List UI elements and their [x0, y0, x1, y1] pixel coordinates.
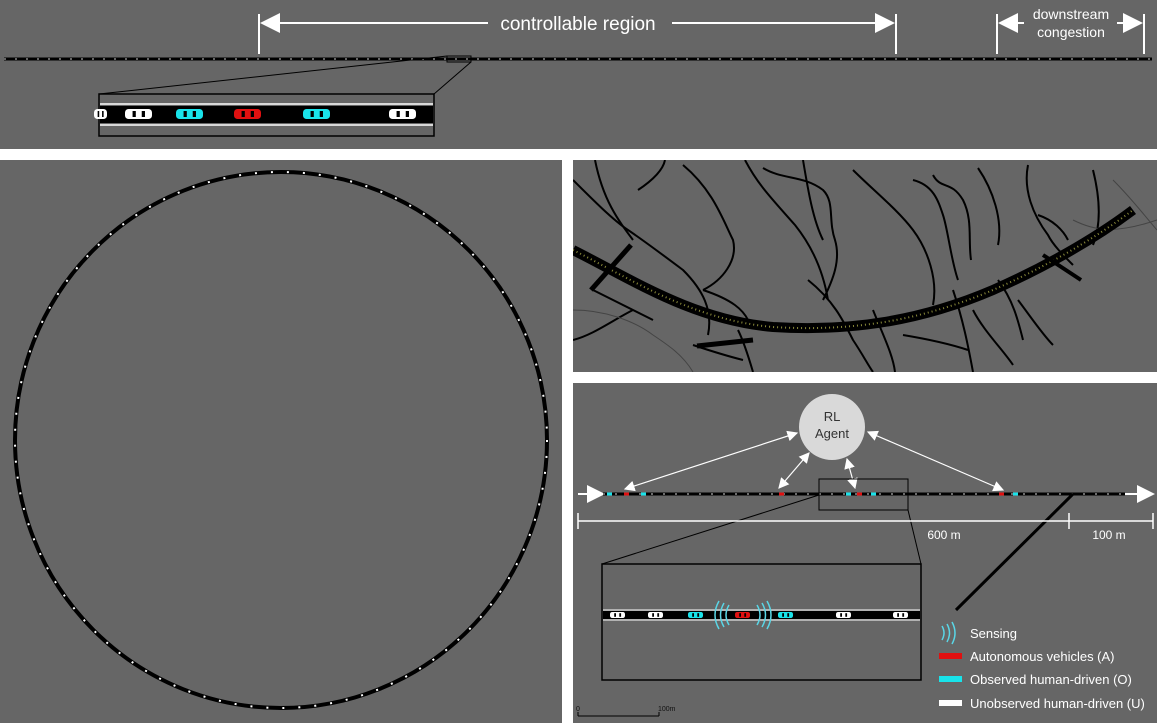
- inset-vehicle-white: [389, 109, 416, 119]
- road-network-map: [573, 160, 1157, 372]
- rl-inset-vehicle-cyan: [688, 612, 703, 618]
- agent-link-2: [778, 452, 810, 489]
- inset-vehicle-white: [125, 109, 152, 119]
- autonomous-swatch: [939, 653, 962, 659]
- rl-inset-vehicle-white: [648, 612, 663, 618]
- rl-inset-vehicles: [610, 612, 908, 618]
- interchange-east: [1041, 253, 1083, 282]
- agent-link-1: [623, 430, 799, 492]
- road-vehicle-cyan: [1013, 492, 1018, 496]
- rl-agent-label-line2: Agent: [815, 426, 849, 441]
- interchange-south: [696, 337, 754, 349]
- road-vehicle-cyan: [641, 492, 646, 496]
- rl-agent-node: [799, 394, 865, 460]
- offramp-road: [954, 492, 1075, 612]
- road-map-panel: [573, 160, 1157, 372]
- rl-inset-vehicle-red: [735, 612, 750, 618]
- agent-link-4: [866, 430, 1005, 492]
- rl-road-marked-vehicles: [607, 492, 1018, 496]
- scale-left-label: 0: [576, 706, 580, 713]
- inset-vehicle-cyan: [303, 109, 330, 119]
- rl-zoom-box: [818, 478, 909, 511]
- sensing-icon: [941, 621, 956, 645]
- rl-agent-diagram: RL Agent 600 m 100 m: [576, 394, 1155, 717]
- legend-observed-label: Observed human-driven (O): [970, 672, 1132, 687]
- downstream-label-line2: congestion: [1037, 24, 1105, 40]
- road-vehicle-red: [779, 492, 784, 496]
- ring-road-diagram: [13, 170, 549, 710]
- road-vehicle-cyan: [846, 492, 851, 496]
- highway-corridor: [573, 205, 1136, 334]
- interchange-west: [589, 243, 633, 292]
- minor-roads: [573, 179, 1157, 372]
- legend-autonomous-label: Autonomous vehicles (A): [970, 649, 1115, 664]
- rl-agent-panel: RL Agent 600 m 100 m: [573, 383, 1157, 723]
- road-vehicle-red: [999, 492, 1004, 496]
- inset-vehicle-white-partial: [94, 109, 107, 119]
- ring-road: [13, 170, 549, 710]
- distance-main-label: 600 m: [927, 528, 960, 542]
- legend-observed: Observed human-driven (O): [939, 672, 1132, 687]
- sensing-waves: [714, 600, 772, 630]
- ring-panel: [0, 160, 562, 723]
- zoom-line-right: [433, 61, 472, 95]
- inset-vehicle-red: [234, 109, 261, 119]
- inset-vehicles: [94, 109, 416, 119]
- scale-right-label: 100m: [658, 706, 676, 713]
- road-vehicle-red: [857, 492, 862, 496]
- rl-inset-road: [603, 611, 920, 619]
- observed-swatch: [939, 676, 962, 682]
- rl-inset-vehicle-white: [610, 612, 625, 618]
- highway-diagram: controllable region downstream congestio…: [4, 6, 1152, 137]
- agent-link-3: [844, 457, 858, 490]
- rl-inset-vehicle-white: [836, 612, 851, 618]
- road-vehicle-red: [624, 492, 629, 496]
- zoom-line-left: [98, 55, 448, 95]
- road-vehicle-cyan: [871, 492, 876, 496]
- rl-inset: [601, 563, 922, 681]
- controllable-region-label: controllable region: [500, 14, 655, 35]
- inset-vehicle-cyan: [176, 109, 203, 119]
- rl-inset-vehicle-white: [893, 612, 908, 618]
- highway-traffic: [573, 209, 1134, 330]
- rl-inset-vehicle-cyan: [778, 612, 793, 618]
- legend: Sensing Autonomous vehicles (A) Observed…: [939, 621, 1145, 711]
- ring-vehicles: [14, 171, 548, 709]
- distance-tail-label: 100 m: [1092, 528, 1125, 542]
- legend-autonomous: Autonomous vehicles (A): [939, 649, 1115, 664]
- downstream-label-line1: downstream: [1033, 6, 1109, 22]
- legend-unobserved-label: Unobserved human-driven (U): [970, 696, 1145, 711]
- local-roads: [573, 160, 1100, 372]
- highway-panel: controllable region downstream congestio…: [0, 0, 1157, 149]
- legend-sensing-label: Sensing: [970, 626, 1017, 641]
- unobserved-swatch: [939, 700, 962, 706]
- road-vehicle-cyan: [607, 492, 612, 496]
- zoom-box: [446, 55, 472, 63]
- legend-sensing: Sensing: [941, 621, 1017, 645]
- rl-agent-label-line1: RL: [824, 409, 841, 424]
- rl-zoom-line-right: [907, 509, 922, 565]
- legend-unobserved: Unobserved human-driven (U): [939, 696, 1145, 711]
- rl-zoom-line-left: [601, 494, 820, 565]
